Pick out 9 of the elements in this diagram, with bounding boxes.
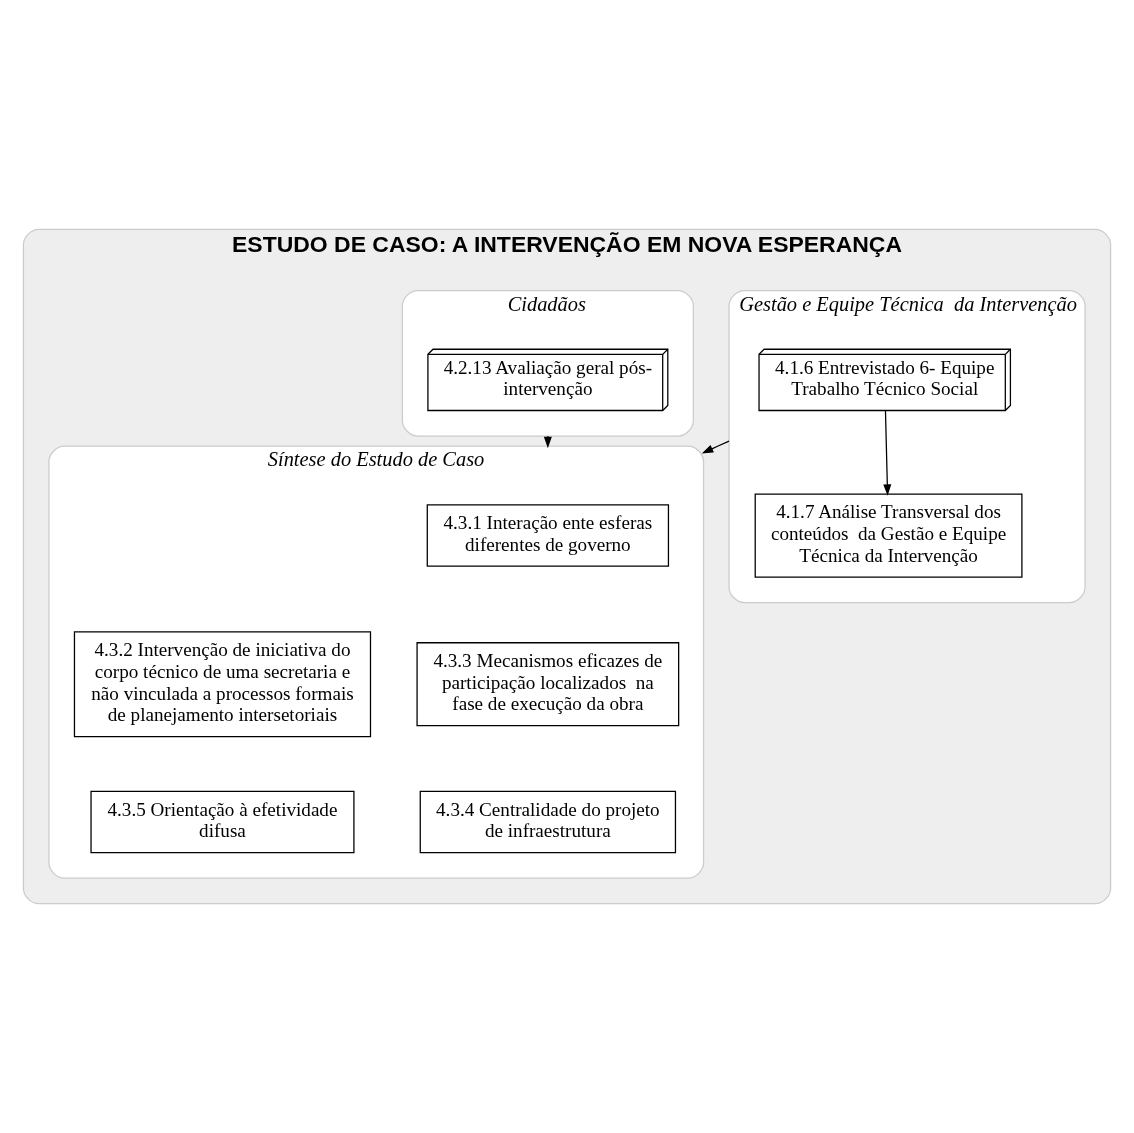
node-box: 4.3.3 Mecanismos eficazes de participação localizados na fase de execução da obra (416, 642, 680, 727)
node-box: 4.1.7 Análise Transversal dos conteúdos da Gestão e Equipe Técnica da Intervenção (754, 493, 1023, 578)
node-box: 4.3.5 Orientação à efetividade difusa (90, 790, 355, 854)
arrow (883, 410, 892, 496)
arrow (701, 440, 730, 454)
arrow (543, 435, 552, 449)
node-box: 4.3.1 Interação ente esferas diferentes de governo (426, 504, 670, 567)
node-box: 4.3.2 Intervenção de iniciativa do corpo técnico de uma secretaria e não vinculada a processos formais de planejamento intersetoriais (73, 631, 372, 738)
node-box: 4.3.4 Centralidade do projeto de infraestrutura (419, 790, 677, 854)
